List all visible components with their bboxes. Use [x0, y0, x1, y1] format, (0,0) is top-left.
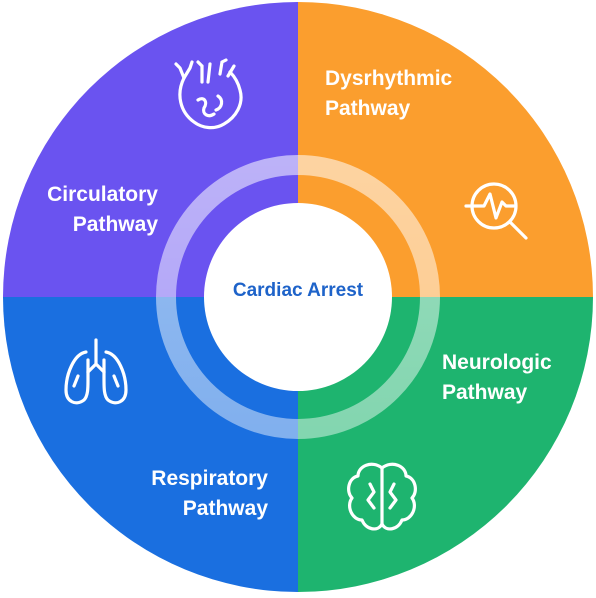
- inner-ring: [156, 155, 440, 439]
- center-title: Cardiac Arrest: [232, 280, 364, 301]
- center-disc: [204, 203, 392, 391]
- label-neurologic: Neurologic Pathway: [442, 348, 552, 408]
- quadrant-neurologic: [298, 297, 593, 592]
- quadrant-circulatory: [3, 2, 298, 297]
- label-circulatory-line2: Pathway: [72, 213, 158, 236]
- label-circulatory: Circulatory Pathway: [22, 180, 158, 240]
- heartbeat-magnifier-icon: [464, 182, 528, 240]
- quadrant-dysrhythmic: [298, 2, 593, 297]
- label-respiratory-line1: Respiratory: [151, 467, 268, 490]
- heart-anatomy-icon: [174, 58, 243, 130]
- label-dysrhythmic-line1: Dysrhythmic: [325, 67, 453, 90]
- label-dysrhythmic: Dysrhythmic Pathway: [325, 64, 452, 124]
- label-circulatory-line1: Circulatory: [47, 183, 158, 206]
- lungs-icon: [64, 338, 128, 405]
- label-respiratory-line2: Pathway: [182, 497, 268, 520]
- label-respiratory: Respiratory Pathway: [128, 464, 268, 524]
- quadrant-respiratory: [3, 297, 298, 592]
- label-dysrhythmic-line2: Pathway: [325, 97, 411, 120]
- label-neurologic-line1: Neurologic: [442, 351, 552, 374]
- label-neurologic-line2: Pathway: [442, 381, 528, 404]
- brain-icon: [347, 462, 417, 531]
